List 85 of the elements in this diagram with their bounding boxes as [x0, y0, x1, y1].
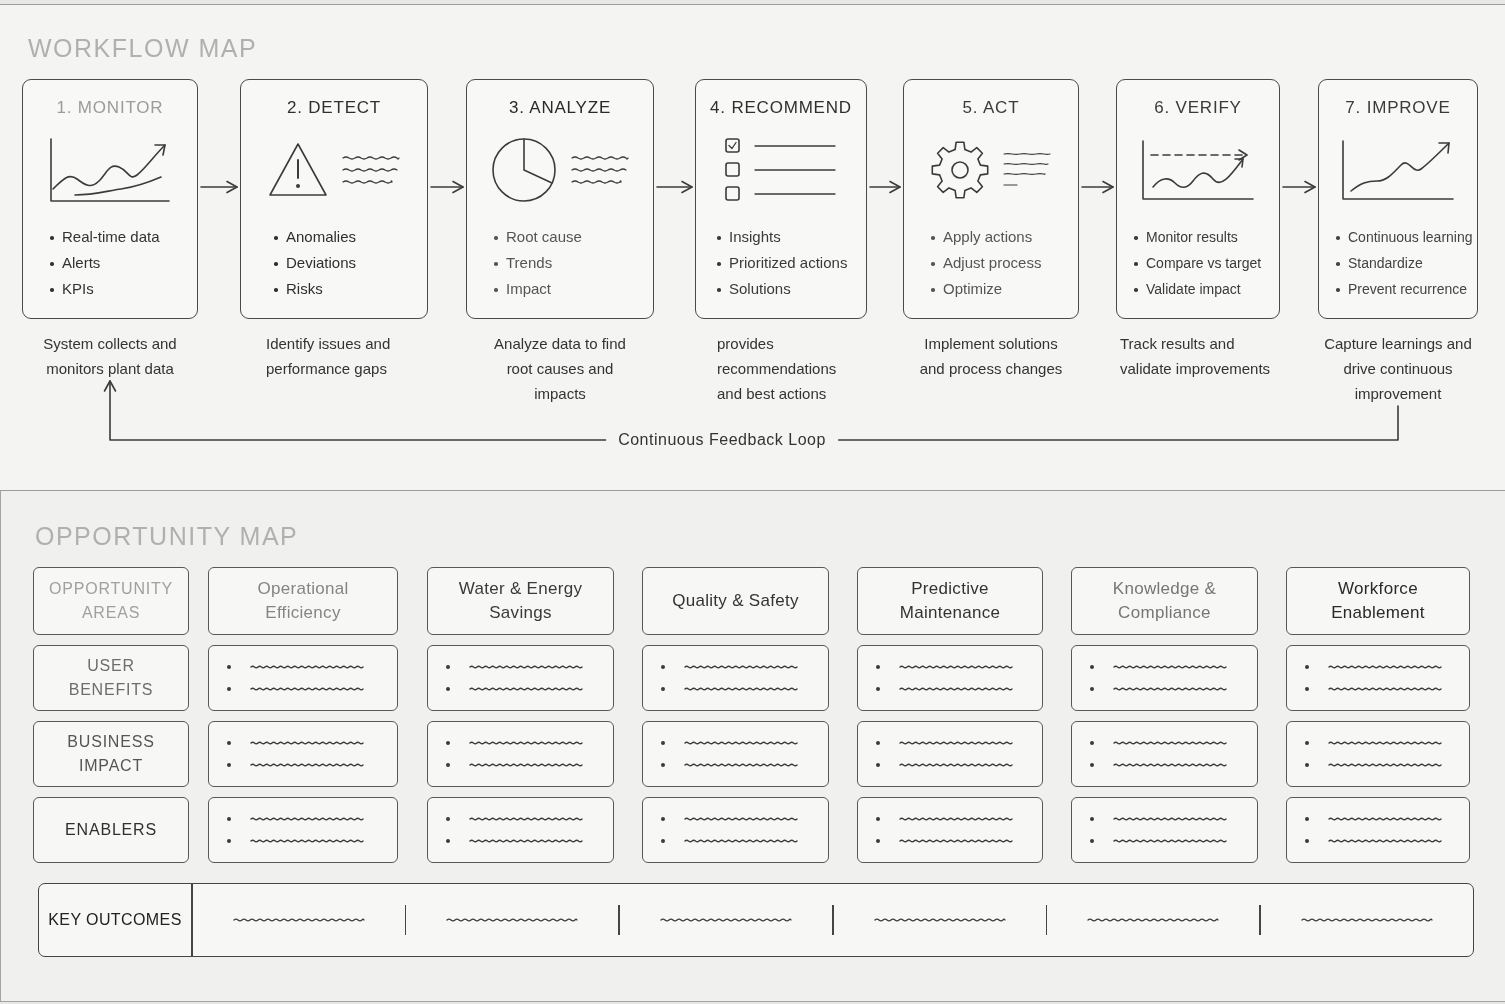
header-card: [33, 567, 189, 635]
bullet-item: Adjust process: [930, 250, 1042, 276]
step-title: 4. RECOMMEND: [710, 97, 852, 119]
step-title: 3. ANALYZE: [508, 97, 612, 119]
bullet-item: KPIs: [49, 276, 94, 302]
bullet-item: Compare vs target: [1133, 250, 1262, 276]
placeholder-card: [1286, 797, 1470, 863]
outcomes-label: KEY OUTCOMES: [47, 911, 183, 929]
row-label: ENABLERS: [65, 820, 157, 840]
step-caption: Capture learnings and drive continuous improvement: [1323, 334, 1473, 404]
header-card: [1071, 567, 1258, 635]
step-caption: Identify issues and performance gaps: [265, 334, 392, 379]
bullet-item: Anomalies: [273, 224, 357, 250]
placeholder-card: [1071, 797, 1258, 863]
step-title: 6. VERIFY: [1154, 97, 1242, 119]
placeholder-card: [642, 721, 829, 787]
bullet-item: Standardize: [1335, 250, 1423, 276]
placeholder-card: [427, 645, 614, 711]
header-label: Predictive Maintenance: [898, 578, 1002, 624]
step-caption: Analyze data to find root causes and impacts: [493, 334, 627, 404]
step-title: 5. ACT: [962, 97, 1020, 119]
header-card: [642, 567, 829, 635]
bullet-item: Validate impact: [1133, 276, 1241, 302]
section-panel: [0, 4, 1505, 490]
bullet-item: Prioritized actions: [716, 250, 848, 276]
step-title: 7. IMPROVE: [1345, 97, 1451, 119]
step-caption: Implement solutions and process changes: [918, 334, 1064, 379]
header-card: [857, 567, 1043, 635]
arrow: [1081, 180, 1114, 194]
bullet-item: Impact: [493, 276, 551, 302]
bullet-item: Monitor results: [1133, 224, 1238, 250]
bullet-item: Real-time data: [49, 224, 160, 250]
row-label-card: [33, 797, 189, 863]
placeholder-card: [1286, 721, 1470, 787]
header-label: Quality & Safety: [672, 590, 799, 612]
bullet-item: Trends: [493, 250, 553, 276]
arrow: [1282, 180, 1316, 194]
header-card: [1286, 567, 1470, 635]
placeholder-card: [208, 797, 398, 863]
placeholder-card: [208, 721, 398, 787]
placeholder-card: [857, 721, 1043, 787]
row-label-card: [33, 645, 189, 711]
row-label-card: [33, 721, 189, 787]
placeholder-card: [1071, 645, 1258, 711]
placeholder-card: [857, 797, 1043, 863]
arrow: [430, 180, 464, 194]
placeholder-card: [208, 645, 398, 711]
step-caption: provides recommendations and best actions: [716, 334, 838, 404]
placeholder-card: [1071, 721, 1258, 787]
header-label: Operational Efficiency: [256, 578, 350, 624]
header-label: Knowledge & Compliance: [1111, 578, 1218, 624]
placeholder-card: [642, 797, 829, 863]
arrow: [869, 180, 901, 194]
placeholder-card: [857, 645, 1043, 711]
row-label: USER BENEFITS: [67, 656, 155, 700]
placeholder-card: [427, 797, 614, 863]
section-heading: WORKFLOW MAP: [28, 33, 258, 63]
header-label: OPPORTUNITY AREAS: [47, 579, 175, 623]
arrow: [200, 180, 238, 194]
row-label: BUSINESS IMPACT: [66, 732, 156, 776]
step-caption: Track results and validate improvements: [1119, 334, 1272, 379]
header-card: [427, 567, 614, 635]
bullet-item: Solutions: [716, 276, 791, 302]
header-label: Water & Energy Savings: [457, 578, 584, 624]
step-title: 2. DETECT: [286, 97, 382, 119]
bullet-item: Insights: [716, 224, 781, 250]
section-heading: OPPORTUNITY MAP: [35, 521, 299, 551]
bullet-item: Alerts: [49, 250, 101, 276]
section-panel: [0, 490, 1505, 1002]
header-card: [208, 567, 398, 635]
bullet-item: Risks: [273, 276, 323, 302]
placeholder-card: [642, 645, 829, 711]
bullet-item: Apply actions: [930, 224, 1033, 250]
bullet-item: Optimize: [930, 276, 1003, 302]
placeholder-card: [1286, 645, 1470, 711]
arrow: [656, 180, 693, 194]
bullet-item: Root cause: [493, 224, 582, 250]
bullet-item: Deviations: [273, 250, 357, 276]
bullet-item: Prevent recurrence: [1335, 276, 1468, 302]
step-caption: System collects and monitors plant data: [42, 334, 178, 379]
header-label: Workforce Enablement: [1330, 578, 1426, 624]
bullet-item: Continuous learning: [1335, 224, 1473, 250]
placeholder-card: [427, 721, 614, 787]
outcomes-bar: [38, 883, 1474, 957]
step-title: 1. MONITOR: [56, 97, 164, 119]
